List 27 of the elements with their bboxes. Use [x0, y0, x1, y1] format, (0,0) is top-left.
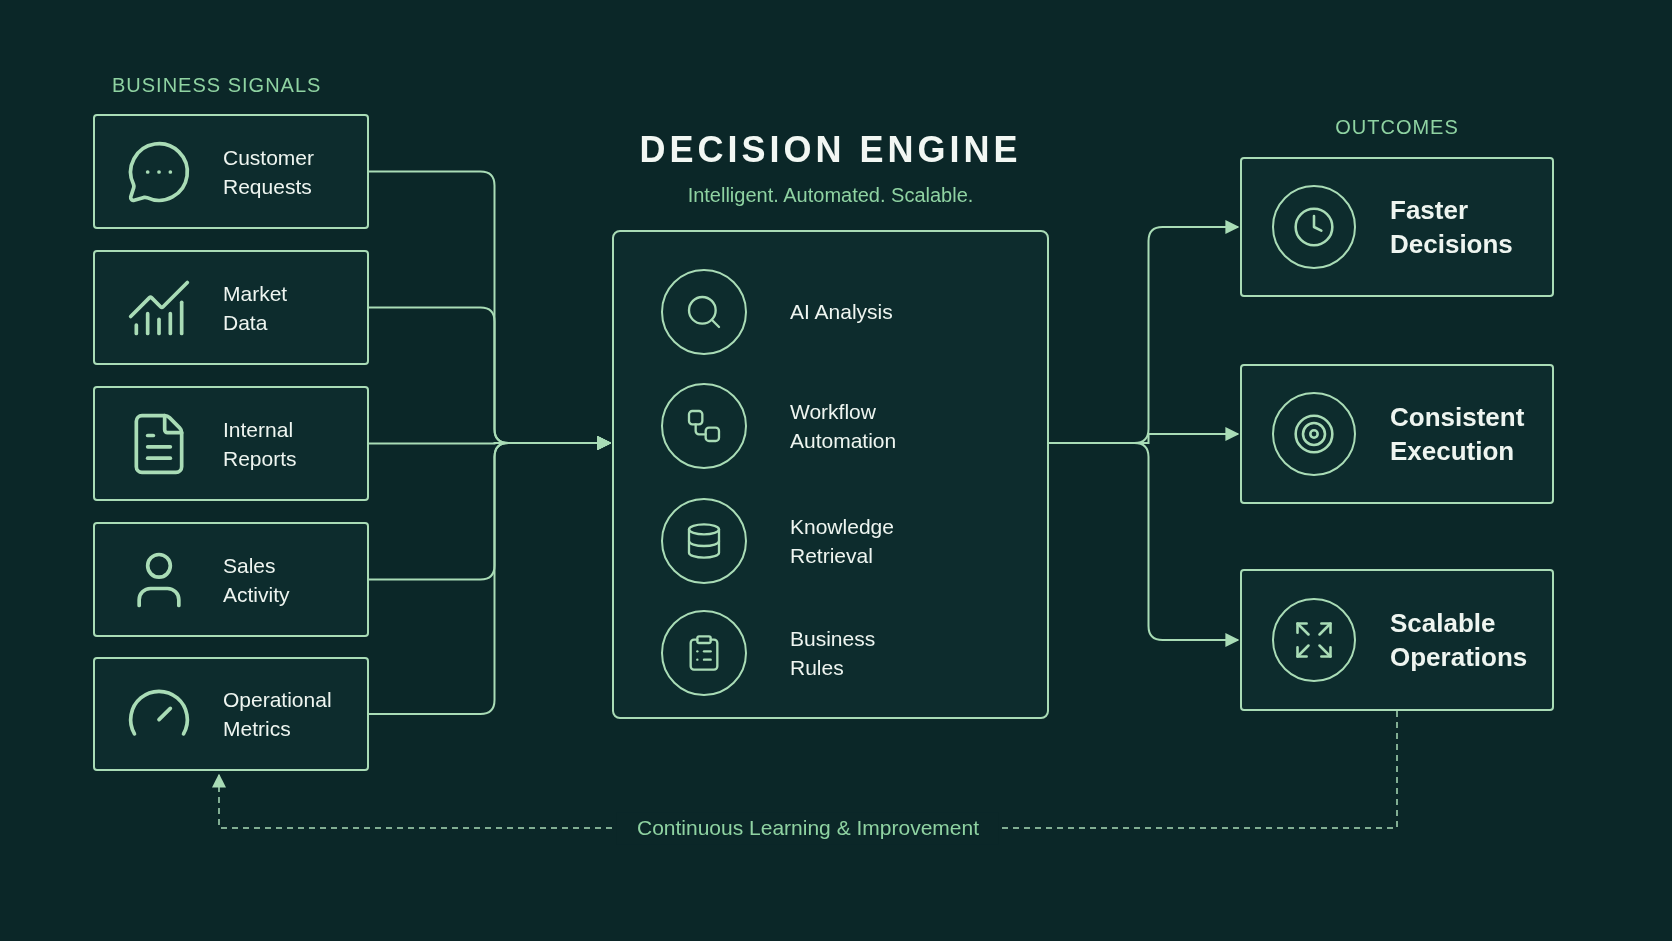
outcome-card: [1240, 364, 1554, 504]
node-label: Internal Reports: [223, 416, 297, 472]
node-label: Sales Activity: [223, 552, 290, 608]
signal-card: [93, 114, 369, 229]
node-label: Market Data: [223, 280, 288, 336]
signal-card: [93, 386, 369, 501]
node-label: AI Analysis: [790, 299, 893, 325]
section-heading: BUSINESS SIGNALS: [112, 73, 322, 98]
node-label: Consistent Execution: [1390, 401, 1525, 468]
signal-card: [93, 522, 369, 637]
outcome-card: [1240, 157, 1554, 297]
outcome-card: [1240, 569, 1554, 711]
node-label: Scalable Operations: [1390, 607, 1528, 674]
engine-panel: [612, 230, 1049, 719]
signal-card: [93, 657, 369, 771]
arrow: [368, 436, 612, 715]
arrow: [1048, 442, 1240, 647]
node-label: Faster Decisions: [1390, 194, 1513, 261]
subtitle: Intelligent. Automated. Scalable.: [686, 183, 975, 208]
node-label: Operational Metrics: [223, 687, 332, 742]
node-label: Knowledge Retrieval: [790, 513, 895, 569]
node-label: Business Rules: [790, 625, 877, 681]
node-label: Customer Requests: [223, 144, 315, 200]
diagram-title: DECISION ENGINE: [638, 130, 1023, 170]
node-label: Workflow Automation: [790, 398, 898, 454]
signal-card: [93, 250, 369, 365]
section-heading: OUTCOMES: [1334, 115, 1460, 140]
